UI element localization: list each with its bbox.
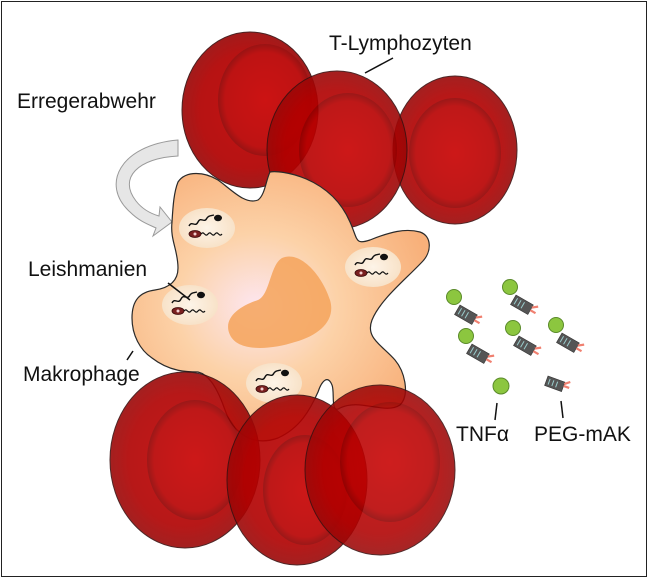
curved-arrow-icon xyxy=(115,139,179,238)
antibody-icon xyxy=(454,304,483,325)
antibody-icon xyxy=(513,335,542,356)
tnf-antibody-conjugates xyxy=(446,279,585,364)
antibody-icon xyxy=(556,332,585,353)
tnf-antibody-conjugate xyxy=(446,289,483,325)
label-pathogen-defense: Erregerabwehr xyxy=(17,90,156,113)
tnf-icon xyxy=(492,377,510,395)
tnf-icon xyxy=(548,317,564,333)
tnf-icon xyxy=(446,289,462,305)
t-cells-bottom xyxy=(109,371,456,566)
leader-line-macrophage xyxy=(126,350,134,361)
antibody-icon xyxy=(544,375,571,392)
antibody-icon xyxy=(510,294,539,315)
leishmania-vacuoles xyxy=(162,208,401,403)
tnf-icon xyxy=(505,320,521,336)
t-cell xyxy=(392,75,518,225)
parasite-body xyxy=(281,369,289,377)
label-peg-mab: PEG-mAK xyxy=(534,423,631,446)
leader-line-t-cells xyxy=(364,57,394,74)
leader-line-leishmania xyxy=(167,282,191,301)
label-tnf-alpha: TNFα xyxy=(456,423,509,446)
tnf-antibody-conjugate xyxy=(548,317,585,353)
parasite-body xyxy=(214,214,222,222)
t-cells-top xyxy=(181,31,518,230)
tnf-antibody-conjugate xyxy=(458,328,495,364)
leishmania-vacuole xyxy=(246,363,302,403)
flagellum xyxy=(188,214,215,227)
label-macrophage: Makrophage xyxy=(23,363,140,386)
flagellum xyxy=(354,253,381,266)
tnf-icon xyxy=(458,328,474,344)
tnf-icon xyxy=(502,279,518,295)
legend-peg-mab xyxy=(544,375,571,392)
t-cell xyxy=(266,70,408,230)
tnf-antibody-conjugate xyxy=(505,320,542,356)
leishmania-vacuole xyxy=(179,208,235,248)
tnf-antibody-conjugate xyxy=(502,279,539,315)
label-t-lymphocytes: T-Lymphozyten xyxy=(329,32,472,55)
leishmania-vacuole xyxy=(345,247,401,287)
leishmania-vacuole xyxy=(162,285,218,325)
legend-tnf xyxy=(492,377,510,421)
label-leishmania: Leishmanien xyxy=(28,258,147,281)
parasite-body xyxy=(380,253,388,261)
t-cell xyxy=(304,384,456,556)
nucleus xyxy=(228,256,332,348)
parasite-body xyxy=(197,291,205,299)
flagellum xyxy=(255,369,282,382)
antibody-icon xyxy=(466,343,495,364)
